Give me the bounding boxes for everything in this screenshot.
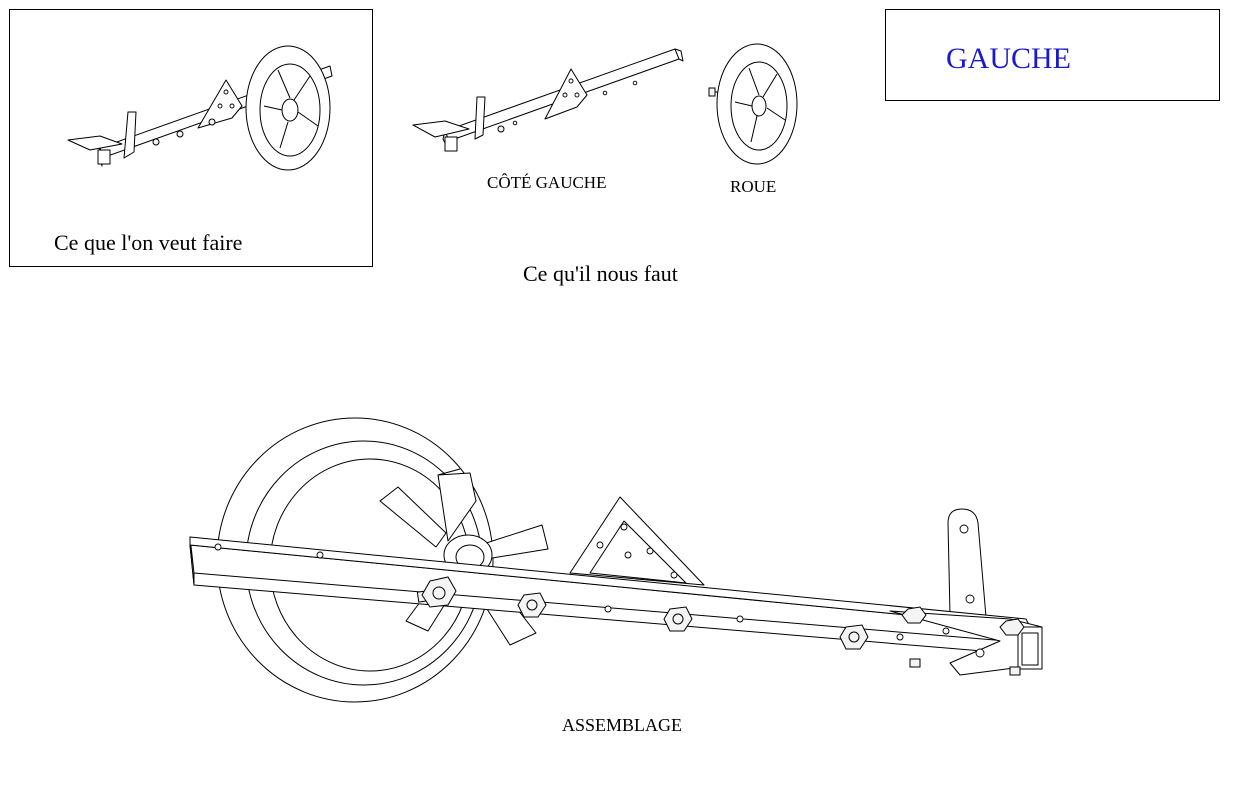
wheel-part-drawing <box>708 43 798 165</box>
side-left-caption: CÔTÉ GAUCHE <box>487 173 607 192</box>
goal-foot-plate <box>67 135 123 165</box>
assembly-drawing <box>189 417 1043 703</box>
goal-preview-drawing <box>67 45 333 171</box>
side-left-part-drawing <box>412 48 684 152</box>
assembly-upright-plate <box>947 508 987 618</box>
needs-caption: Ce qu'il nous faut <box>523 261 678 286</box>
goal-bolts <box>152 118 216 146</box>
goal-wheel <box>245 45 331 171</box>
assembly-gusset <box>569 496 705 586</box>
goal-gusset <box>197 79 243 129</box>
goal-caption: Ce que l'on veut faire <box>54 230 243 255</box>
wheel-caption: ROUE <box>730 177 777 196</box>
goal-upright-plate <box>123 111 137 159</box>
side-tag-box <box>885 9 1220 101</box>
assembly-bolts <box>416 576 1025 676</box>
goal-preview-frame <box>9 9 373 267</box>
side-tag-text: GAUCHE <box>946 42 1071 75</box>
assembly-main-bar <box>189 536 1031 656</box>
assembly-caption: ASSEMBLAGE <box>562 715 683 735</box>
